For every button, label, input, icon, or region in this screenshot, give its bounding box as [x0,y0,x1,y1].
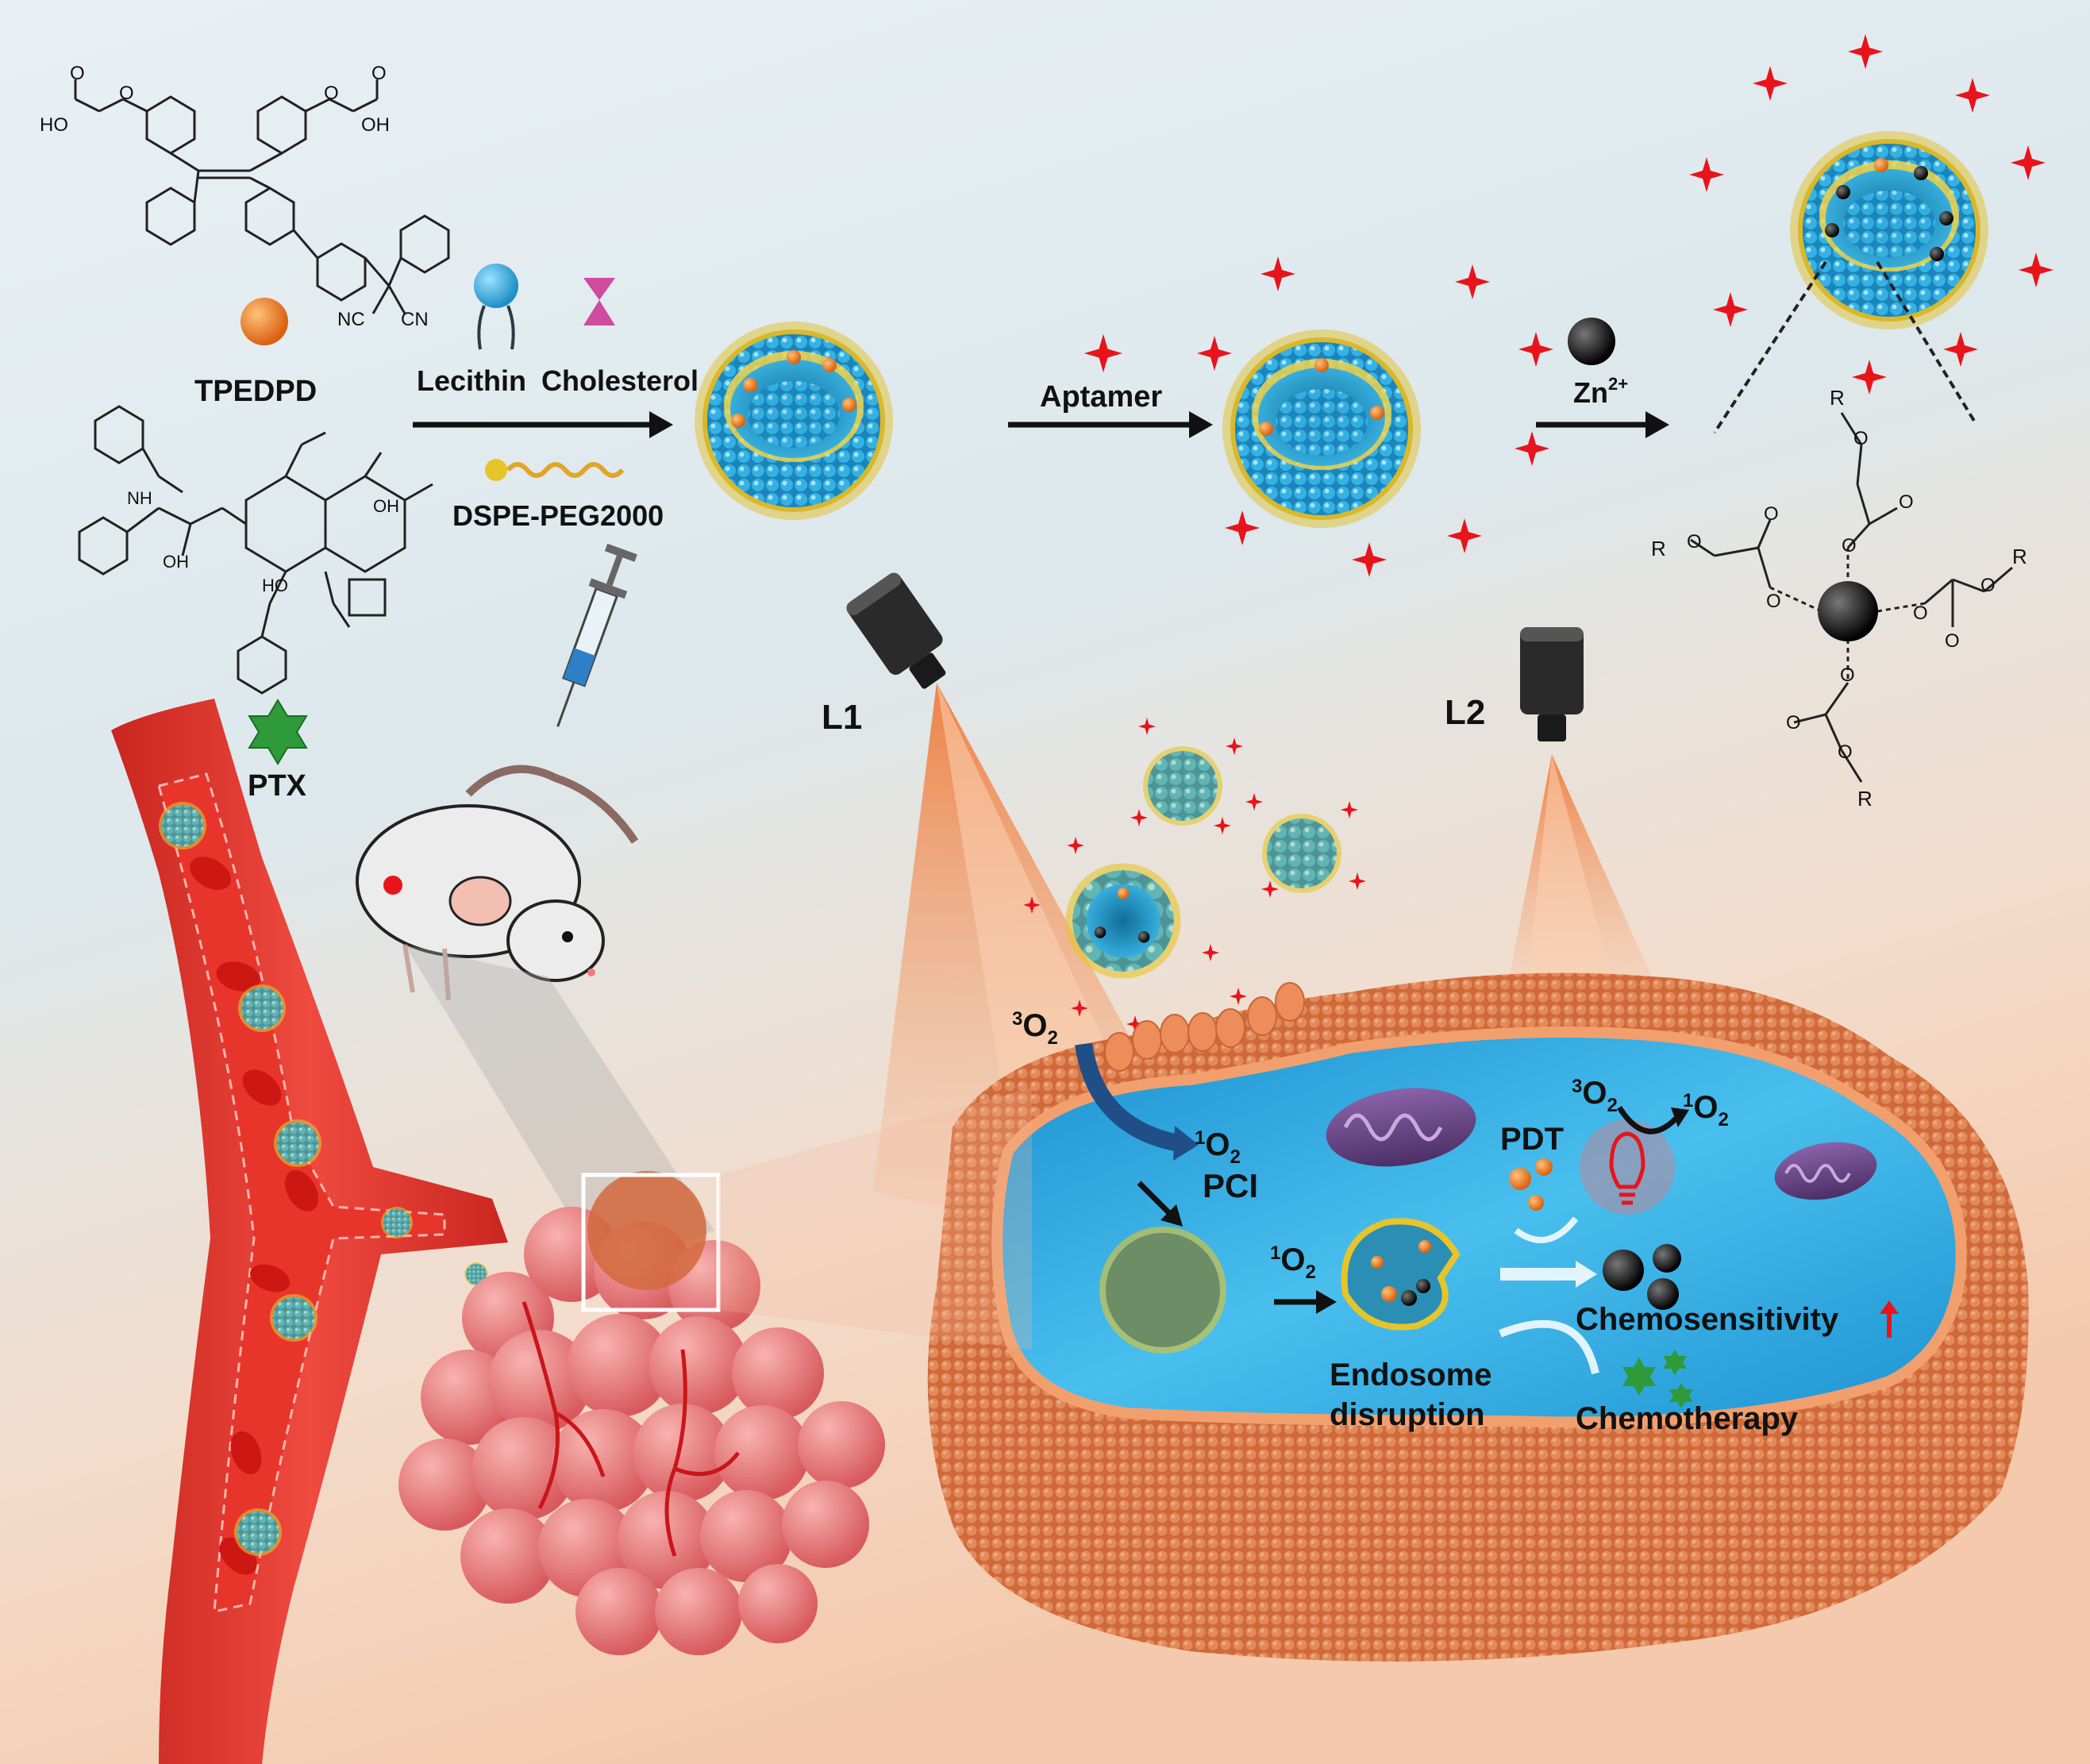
chem-cn: CN [401,309,429,330]
tumor-vessels [522,1301,740,1557]
chem-o-1: O [70,63,85,84]
tumor-cluster [398,1207,885,1655]
chem-o-z1: O [1853,428,1869,449]
pci-down-arrow [1137,1180,1173,1217]
pdt-o2-singlet: 1O2 [1683,1090,1729,1130]
zn-release-spheres [1603,1244,1681,1310]
cholesterol-label: Cholesterol [541,364,699,397]
pci-label: PCI [1203,1167,1258,1204]
chem-o-z7: O [1980,575,1996,596]
zoom-projection [718,1088,1032,1350]
o2-singlet-label-2: 1O2 [1270,1242,1316,1283]
chem-o-4: O [324,83,339,104]
chem-o-z5: O [1764,503,1779,525]
laser-l2-label: L2 [1445,693,1485,732]
chemosensitivity-label: Chemosensitivity [1576,1302,1839,1337]
endosome-label-2: disruption [1330,1397,1485,1432]
laser-l1-label: L1 [822,698,862,737]
mouse-illustration [356,765,639,1001]
zoom-line-right [1876,260,1978,426]
mitochondrion-icon [1326,1088,1476,1167]
tpedpd-label: TPEDPD [194,375,317,408]
pdt-orange-particles [1509,1158,1553,1211]
upward-red-arrow-icon [1880,1300,1899,1338]
chem-ho: HO [40,114,68,136]
zn-coordination-structure [1690,412,2013,783]
chem-o-z11: O [1786,712,1801,734]
ptx-labels: NH OH OH HO [127,488,399,595]
chem-oh: OH [361,114,390,136]
tpedpd-orange-sphere [241,298,288,345]
chem-oh-ptx-2: OH [373,496,399,516]
dspe-peg-icon [485,459,625,481]
chem-nc: NC [337,309,365,330]
endosome-liposome [1099,1227,1226,1354]
liposome-zn-crosslinked [1790,131,1988,329]
chemotherapy-arrow [1499,1319,1599,1375]
chem-oh-ptx-1: OH [163,552,189,572]
pdt-conversion-arrow [1617,1106,1681,1134]
arrow-zn [1536,411,1669,438]
pci-arrow-head [1173,1126,1199,1161]
chem-o-z8: O [1945,630,1960,652]
liposome-aptamer [1222,329,1421,528]
chem-o-z9: O [1913,603,1928,624]
lecithin-label: Lecithin [417,364,526,397]
o2-singlet-label-1: 1O2 [1195,1127,1241,1168]
zn-coordination-labels: R O O O R O O O R O O O O O O R [1651,386,2027,811]
mitochondrion-icon [1774,1142,1877,1200]
chem-r-bottom: R [1857,787,1873,811]
chem-o-z4: O [1687,531,1702,553]
ptx-label: PTX [248,769,307,803]
liposome-ptx-tpedpd [695,322,893,520]
laser-beam-l2 [1508,754,1655,984]
pdt-o2-triplet: 3O2 [1572,1076,1618,1116]
pdt-white-arrow [1514,1216,1579,1243]
endosome-label-1: Endosome [1330,1358,1491,1392]
chem-o-z12: O [1838,741,1853,763]
zoom-box [581,1173,721,1312]
chem-o-z2: O [1899,491,1914,513]
red-blood-cells [190,857,318,1575]
arrow-aptamer [1008,411,1213,438]
cholesterol-hourglass-icon [583,278,615,325]
tumor-cell-highlight [587,1171,706,1290]
chem-r-right: R [2012,545,2027,568]
floating-liposomes [1065,746,1341,979]
arrow-assembly [413,411,673,438]
aptamer-label: Aptamer [1040,380,1162,414]
zn-label: Zn2+ [1573,374,1628,409]
tpedpd-structure [74,79,450,314]
lecithin-lipid-icon [474,264,518,350]
chem-o-z3: O [1842,535,1857,557]
o2-triplet-label: 3O2 [1012,1008,1058,1049]
endocytosis-pits [1104,982,1305,1072]
zn-black-sphere [1568,318,1615,365]
chem-o-z6: O [1766,591,1781,612]
ptx-structure [78,405,433,695]
cytoplasm [991,1026,1967,1428]
chem-r-top: R [1830,386,1845,410]
chem-nh: NH [127,488,152,508]
pdt-label: PDT [1500,1122,1564,1157]
pci-curved-arrow [1075,1042,1181,1152]
chem-o-3: O [119,83,134,104]
chem-ho-ptx: HO [262,576,288,595]
syringe-icon [556,543,637,727]
dspe-peg-label: DSPE-PEG2000 [452,499,664,532]
light-bulb-icon [1580,1119,1675,1215]
ptx-release-stars [1622,1350,1693,1408]
ptx-green-star [248,699,308,765]
disrupted-endosome [1341,1218,1461,1331]
zn-center-sphere [1818,581,1878,641]
tpedpd-labels: HO OH O O O O NC CN [40,63,429,330]
chem-o-2: O [371,63,387,84]
chemotherapy-label: Chemotherapy [1576,1401,1799,1436]
chem-r-left: R [1651,537,1666,560]
zoom-line-left [1713,260,1827,434]
chem-o-z10: O [1840,664,1855,686]
